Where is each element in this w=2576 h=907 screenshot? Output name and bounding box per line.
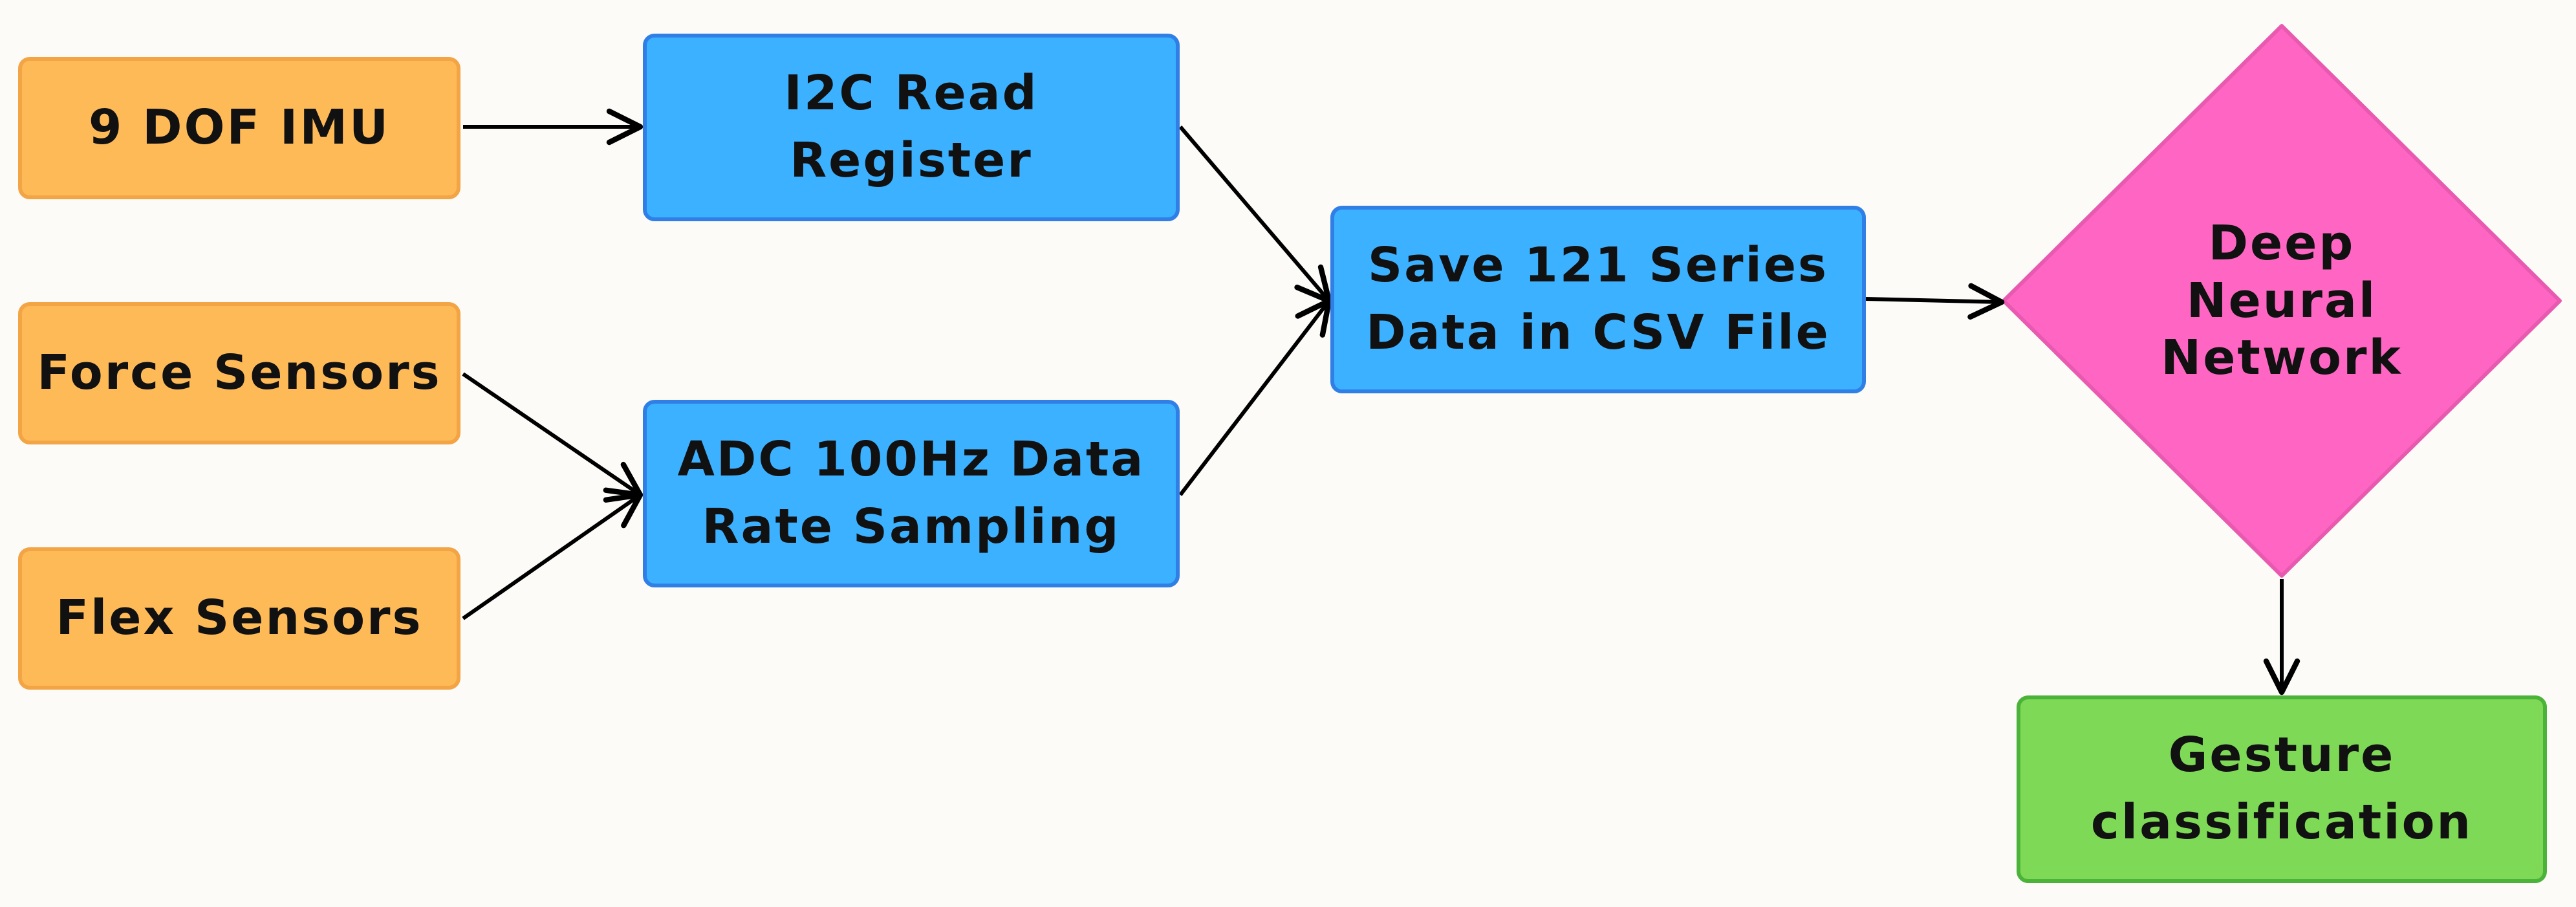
node-gesture-classification-label: Gesture classification [2090, 727, 2473, 850]
node-flex-sensors: Flex Sensors [18, 547, 460, 690]
edge-adc-to-save [1178, 298, 1332, 496]
node-force-sensors-label: Force Sensors [37, 345, 442, 401]
edge-save-to-dnn [1865, 283, 2005, 320]
node-flex-sensors-label: Flex Sensors [56, 590, 423, 646]
edge-flex-to-adc [462, 492, 644, 620]
node-deep-neural-network-label: Deep Neural Network [2161, 215, 2403, 386]
node-i2c-read-register-label: I2C Read Register [784, 65, 1039, 188]
node-adc-sampling: ADC 100Hz Data Rate Sampling [643, 400, 1180, 587]
dnn-diamond-shape [2002, 24, 2562, 578]
node-9-dof-imu: 9 DOF IMU [18, 57, 460, 199]
node-gesture-classification: Gesture classification [2017, 695, 2547, 883]
node-save-csv: Save 121 Series Data in CSV File [1330, 206, 1866, 393]
node-force-sensors: Force Sensors [18, 302, 460, 444]
node-save-csv-label: Save 121 Series Data in CSV File [1366, 237, 1830, 360]
node-9-dof-imu-label: 9 DOF IMU [88, 100, 391, 156]
node-i2c-read-register: I2C Read Register [643, 34, 1180, 221]
node-adc-sampling-label: ADC 100Hz Data Rate Sampling [677, 432, 1145, 554]
node-deep-neural-network: Deep Neural Network [2094, 194, 2469, 408]
edge-force-to-adc [462, 372, 644, 498]
edge-i2c-to-save [1178, 126, 1332, 304]
